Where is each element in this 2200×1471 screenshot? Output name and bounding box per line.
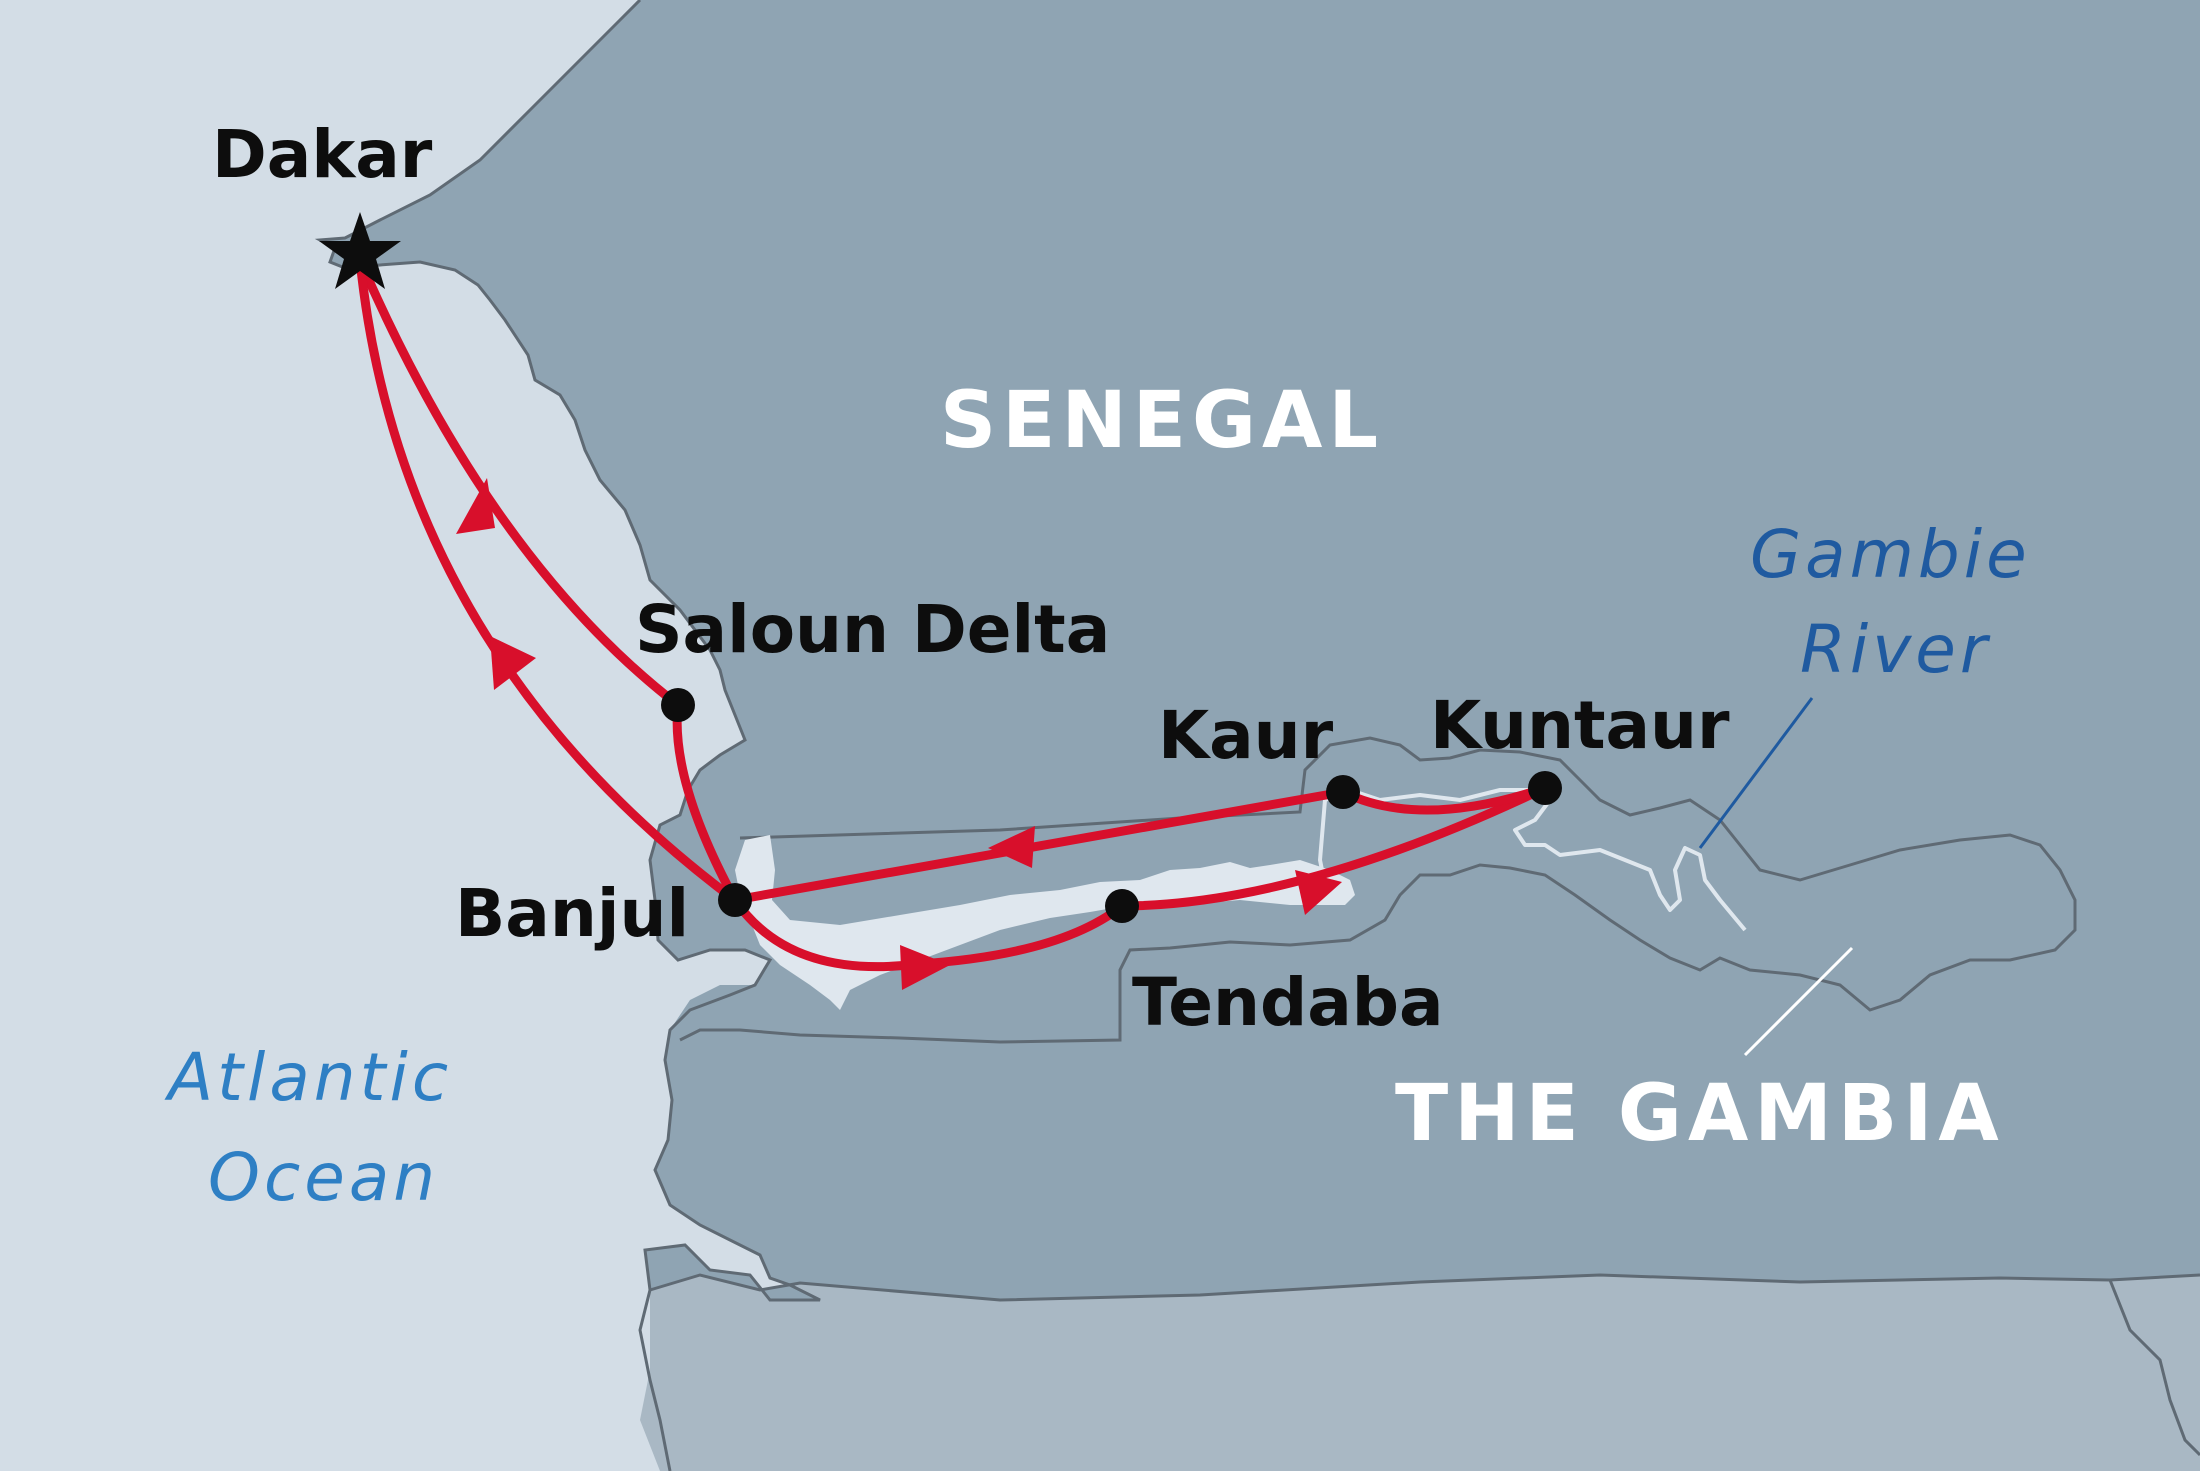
label-gambie: Gambie — [1750, 516, 2031, 593]
south-land — [640, 1275, 2200, 1471]
route-dakar-saloun — [355, 255, 683, 710]
river-leader-line — [1698, 697, 1814, 849]
arrow-icon-east-upper — [1295, 870, 1342, 915]
label-the-gambia: THE GAMBIA — [1395, 1069, 2005, 1159]
dot-kuntaur — [1528, 771, 1562, 805]
gambia-river — [1318, 788, 1747, 932]
route-banjul-dakar — [355, 255, 740, 905]
label-saloun-delta: Saloun Delta — [635, 591, 1110, 668]
arrow-icon-northbound — [490, 636, 536, 690]
route-kuntaur-kaur — [1338, 783, 1550, 815]
dot-saloun-delta — [661, 688, 695, 722]
dot-tendaba — [1105, 889, 1139, 923]
star-icon — [319, 212, 401, 289]
label-ocean: Ocean — [208, 1139, 439, 1216]
label-senegal: SENEGAL — [940, 376, 1384, 466]
dot-kaur — [1326, 775, 1360, 809]
route-saloun-banjul — [672, 700, 740, 905]
arrow-icon-west — [988, 826, 1035, 868]
arrow-icon-southbound — [456, 478, 495, 534]
label-atlantic: Atlantic — [164, 1039, 452, 1116]
south-border — [649, 1273, 2200, 1302]
gambia-land — [670, 738, 2075, 1042]
east-border — [2108, 1279, 2200, 1457]
label-tendaba: Tendaba — [1132, 964, 1444, 1041]
label-river: River — [1800, 611, 1991, 688]
label-kaur: Kaur — [1158, 697, 1334, 774]
label-dakar: Dakar — [212, 116, 433, 193]
gambia-border — [679, 736, 2077, 1044]
label-banjul: Banjul — [455, 875, 689, 952]
dot-banjul — [718, 883, 752, 917]
route-kaur-banjul — [730, 787, 1348, 905]
arrow-icon-east-lower — [900, 945, 950, 990]
gambia-leader-line — [1743, 946, 1854, 1057]
label-kuntaur: Kuntaur — [1430, 687, 1730, 764]
